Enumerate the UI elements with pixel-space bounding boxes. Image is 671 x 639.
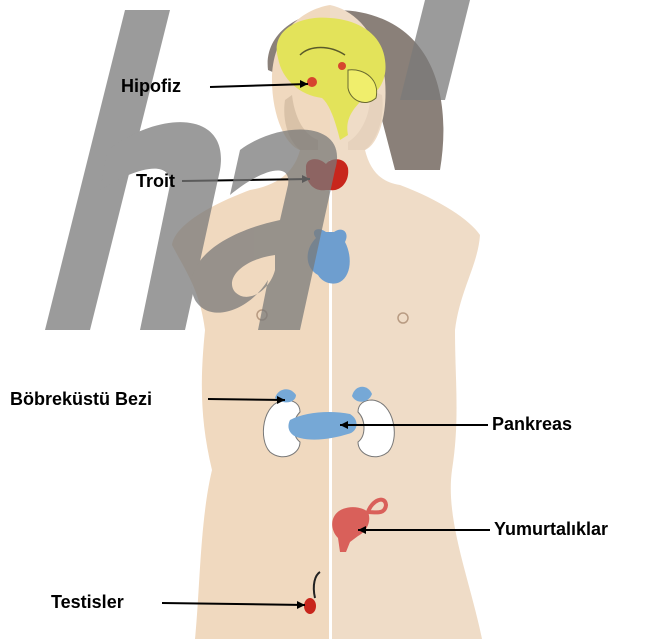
label-ovaries: Yumurtalıklar bbox=[494, 519, 608, 539]
male-body-half bbox=[172, 0, 330, 639]
pineal-gland bbox=[338, 62, 346, 70]
pituitary-gland bbox=[307, 77, 317, 87]
testis bbox=[304, 598, 316, 614]
leader-adrenal bbox=[208, 399, 285, 400]
label-testes: Testisler bbox=[51, 592, 124, 612]
label-thyroid: Troit bbox=[136, 171, 175, 191]
label-pituitary: Hipofiz bbox=[121, 76, 181, 96]
label-pancreas: Pankreas bbox=[492, 414, 572, 434]
center-divider bbox=[329, 160, 332, 639]
label-adrenal: Böbreküstü Bezi bbox=[10, 389, 152, 409]
